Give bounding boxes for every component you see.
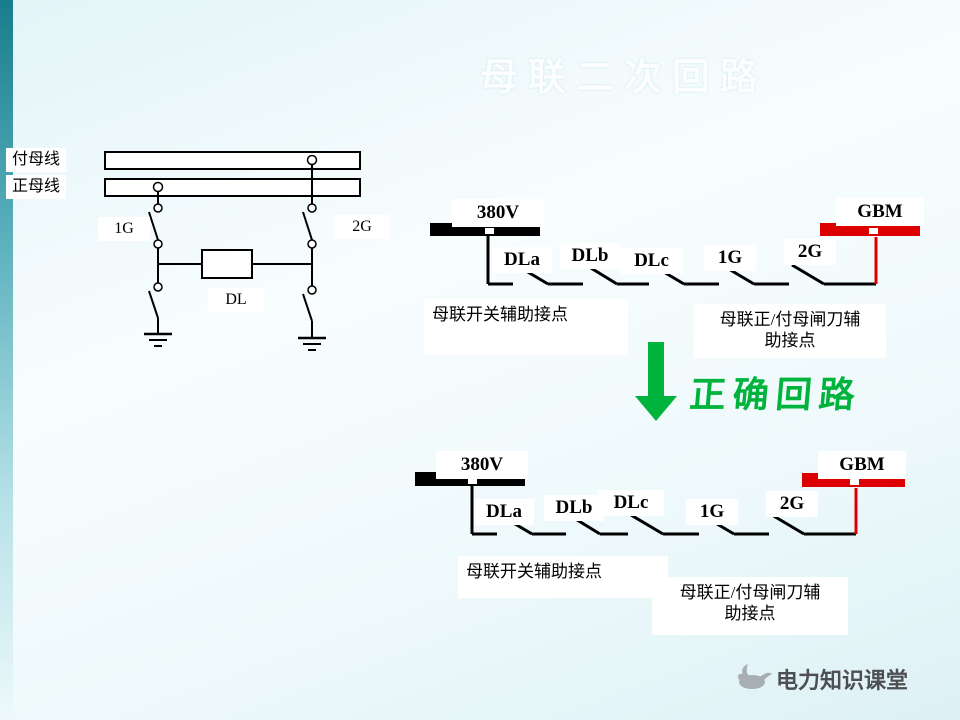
incorrect-caption-knife-line2: 助接点 — [764, 331, 816, 351]
correct-caption-knife-line2: 助接点 — [724, 604, 776, 624]
top-bus-label: 付母线 — [6, 148, 67, 172]
correct-target-label: GBM — [818, 451, 906, 479]
incorrect-caption-breaker: 母联开关辅助接点 — [424, 299, 628, 355]
incorrect-caption-knife: 母联正/付母闸刀辅 助接点 — [694, 304, 886, 358]
incorrect-contact-1g: 1G — [704, 245, 756, 271]
correct-contact-1g: 1G — [686, 499, 738, 525]
correct-contact-dla: DLa — [474, 499, 534, 525]
incorrect-contact-dlb: DLb — [560, 243, 620, 269]
correct-caption-knife-line1: 母联正/付母闸刀辅 — [679, 583, 821, 602]
incorrect-target-label: GBM — [836, 198, 924, 226]
correct-caption-breaker: 母联开关辅助接点 — [458, 556, 668, 598]
incorrect-source-label: 380V — [452, 199, 544, 227]
correct-source-label: 380V — [436, 451, 528, 479]
correct-contact-dlc: DLc — [598, 490, 664, 516]
switch-2g-label: 2G — [334, 215, 390, 239]
incorrect-contact-2g: 2G — [784, 239, 836, 265]
breaker-dl-label: DL — [208, 288, 264, 312]
switch-1g-label: 1G — [98, 217, 150, 241]
bus-diagram-art — [104, 151, 361, 351]
dove-icon — [737, 664, 772, 689]
correct-circuit-heading: 正确回路 — [687, 374, 864, 415]
slide-title-watermark: 母联二次回路 — [480, 57, 769, 99]
down-arrow-icon — [635, 342, 677, 421]
correct-contact-dlb: DLb — [544, 495, 604, 521]
correct-caption-knife: 母联正/付母闸刀辅 助接点 — [652, 577, 848, 635]
footer-brand: 电力知识课堂 — [776, 668, 909, 693]
bottom-bus-label: 正母线 — [6, 175, 67, 199]
correct-contact-2g: 2G — [766, 491, 818, 517]
incorrect-contact-dlc: DLc — [620, 248, 683, 274]
incorrect-caption-knife-line1: 母联正/付母闸刀辅 — [719, 310, 861, 329]
incorrect-contact-dla: DLa — [492, 247, 552, 273]
